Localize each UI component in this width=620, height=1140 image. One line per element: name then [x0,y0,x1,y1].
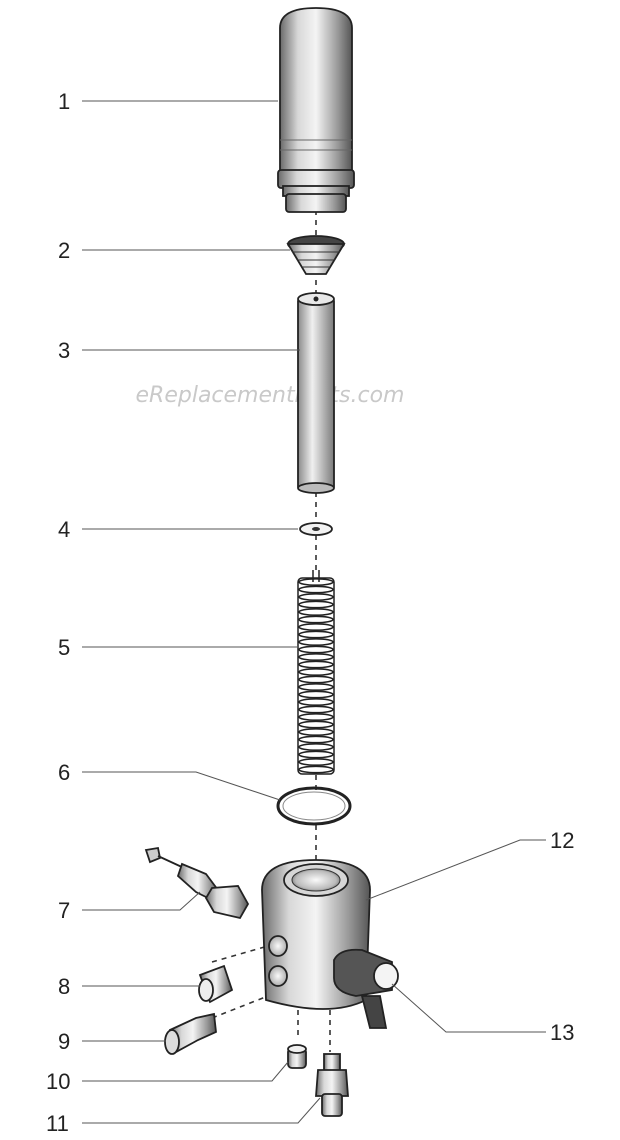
callout-13: 13 [550,1020,574,1045]
callout-5: 5 [58,635,70,660]
callout-1: 1 [58,89,70,114]
spring-coil [298,645,334,654]
part-10-small-plug [287,1044,307,1069]
spring-coil [298,615,334,624]
callout-11: 11 [46,1111,69,1136]
callout-8: 8 [58,974,70,999]
part-1-cap [277,7,355,213]
spring-coil [298,697,334,706]
spring-coil [298,757,334,766]
spring-coil [298,630,334,639]
callout-12: 12 [550,828,574,853]
spring-coil [298,750,334,759]
part-7-connector [144,846,250,920]
spring-coil [298,577,334,586]
spring-coil [298,652,334,661]
spring-coil [298,637,334,646]
spring-coil [298,727,334,736]
callout-9: 9 [58,1029,70,1054]
part-6-o-ring [276,786,352,826]
callout-7: 7 [58,898,70,923]
part-13-lever [333,948,399,1029]
callout-10: 10 [46,1069,70,1094]
leader-lines [82,100,546,1124]
part-2-cone [286,235,346,275]
spring-coil [298,682,334,691]
spring-coil [298,720,334,729]
spring-coil [298,667,334,676]
spring-coil [298,705,334,714]
watermark-text: eReplacementParts.com [136,383,405,408]
callout-2: 2 [58,238,70,263]
spring-coil [298,712,334,721]
spring-coil [298,742,334,751]
spring-coil [298,660,334,669]
spring-coil [298,675,334,684]
callout-4: 4 [58,517,70,542]
part-4-washer [299,522,333,536]
callout-6: 6 [58,760,70,785]
spring-coil [298,622,334,631]
spring-coil [298,585,334,594]
spring-coil [298,690,334,699]
callout-labels: 1 2 3 4 5 6 7 8 9 10 11 12 13 [46,89,574,1136]
spring-coil [298,592,334,601]
part-3-tube [297,292,335,494]
spring-coil [298,600,334,609]
part-11-fitting [315,1053,349,1117]
spring-coil [298,607,334,616]
callout-3: 3 [58,338,70,363]
part-9-fitting [164,1012,217,1055]
spring-coil [298,735,334,744]
part-5-spring [297,570,335,775]
part-8-plug [198,964,234,1004]
spring-coil [298,765,334,774]
